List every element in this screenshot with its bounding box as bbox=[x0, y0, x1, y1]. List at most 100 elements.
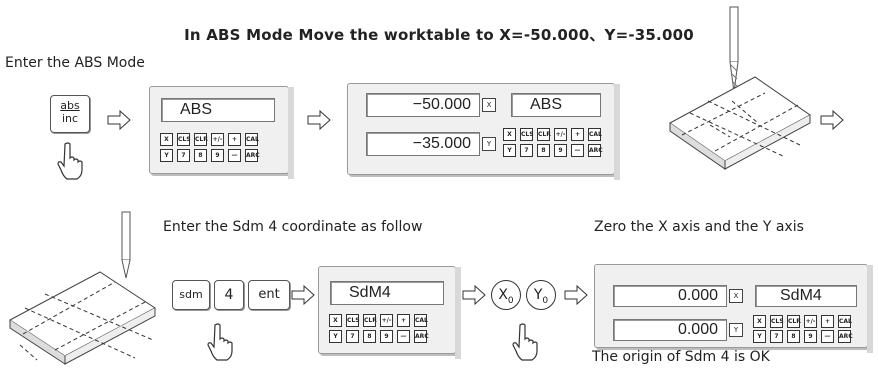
pointing-hand-icon bbox=[207, 323, 233, 361]
keypad-x-key[interactable]: X bbox=[160, 133, 173, 146]
dro-display: ABS bbox=[161, 98, 275, 122]
keypad-arc-key[interactable]: ARC bbox=[245, 149, 260, 162]
mode-text: ABS bbox=[530, 96, 563, 113]
keypad-y-key[interactable]: Y bbox=[329, 330, 342, 343]
keypad-plus-key[interactable]: + bbox=[397, 314, 410, 327]
y0-zero-button[interactable]: Y0 bbox=[526, 280, 556, 310]
dro-panel-xy-abs: −50.000 X ABS −35.000 Y X CLS CLR +/- + … bbox=[347, 83, 620, 180]
keypad-minus-key[interactable]: — bbox=[397, 330, 410, 343]
keypad-8-key[interactable]: 8 bbox=[787, 330, 800, 343]
keypad-y-key[interactable]: Y bbox=[753, 330, 766, 343]
arrow-right-icon bbox=[291, 285, 315, 305]
keypad-9-key[interactable]: 9 bbox=[804, 330, 817, 343]
x0-zero-button[interactable]: X0 bbox=[491, 280, 521, 310]
x-axis-display: −50.000 bbox=[366, 93, 480, 117]
keypad-9-key[interactable]: 9 bbox=[380, 330, 393, 343]
caption-enter-abs: Enter the ABS Mode bbox=[5, 55, 145, 71]
x0-sub: 0 bbox=[507, 295, 514, 306]
keypad-x-key[interactable]: X bbox=[753, 315, 766, 328]
x0-label: X bbox=[498, 287, 508, 303]
dro-panel-abs: ABS X CLS CLR +/- + CAL Y 7 8 9 — ARC bbox=[149, 86, 294, 179]
sdm-key-label: sdm bbox=[179, 288, 203, 301]
arrow-right-icon bbox=[107, 110, 131, 130]
y-axis-display: −35.000 bbox=[366, 132, 480, 156]
y0-label: Y bbox=[533, 287, 543, 303]
worktable-illustration bbox=[669, 6, 811, 170]
x-value: 0.000 bbox=[677, 287, 718, 304]
keypad-cal-key[interactable]: CAL bbox=[245, 133, 259, 146]
keypad-7-key[interactable]: 7 bbox=[177, 149, 190, 162]
keypad-8-key[interactable]: 8 bbox=[537, 144, 550, 157]
arrow-right-icon bbox=[564, 285, 588, 305]
keypad-8-key[interactable]: 8 bbox=[363, 330, 376, 343]
keypad-y-key[interactable]: Y bbox=[160, 149, 173, 162]
mode-text: SdM4 bbox=[349, 284, 391, 301]
caption-zero-axes: Zero the X axis and the Y axis bbox=[594, 219, 804, 235]
abs-inc-key[interactable]: abs inc bbox=[50, 95, 90, 133]
caption-enter-sdm: Enter the Sdm 4 coordinate as follow bbox=[163, 219, 423, 235]
keypad-sign-key[interactable]: +/- bbox=[380, 314, 393, 327]
keypad-minus-key[interactable]: — bbox=[821, 330, 834, 343]
dro-display: SdM4 bbox=[330, 281, 444, 305]
keypad-arc-key[interactable]: ARC bbox=[414, 330, 429, 343]
sdm-key[interactable]: sdm bbox=[172, 280, 210, 310]
y0-sub: 0 bbox=[542, 295, 549, 306]
keypad-cls-key[interactable]: CLS bbox=[177, 133, 191, 146]
x-axis-tag: X bbox=[482, 98, 496, 112]
pointing-hand-icon bbox=[512, 323, 538, 361]
dro-panel-sdm: SdM4 X CLS CLR +/- + CAL Y 7 8 9 — ARC bbox=[318, 266, 461, 359]
keypad-cal-key[interactable]: CAL bbox=[588, 128, 602, 141]
keypad-7-key[interactable]: 7 bbox=[520, 144, 533, 157]
digit-4-key-label: 4 bbox=[224, 287, 234, 303]
keypad-sign-key[interactable]: +/- bbox=[554, 128, 567, 141]
abs-key-label: abs bbox=[60, 99, 80, 112]
keypad-9-key[interactable]: 9 bbox=[554, 144, 567, 157]
x-axis-display: 0.000 bbox=[613, 285, 727, 307]
arrow-right-icon bbox=[307, 110, 331, 130]
keypad-8-key[interactable]: 8 bbox=[194, 149, 207, 162]
keypad-cls-key[interactable]: CLS bbox=[770, 315, 784, 328]
mode-text: ABS bbox=[180, 101, 213, 118]
pointing-hand-icon bbox=[57, 142, 83, 180]
y-axis-tag: Y bbox=[482, 137, 496, 151]
mode-text: SdM4 bbox=[780, 287, 822, 304]
mode-display: ABS bbox=[511, 93, 601, 117]
keypad-cls-key[interactable]: CLS bbox=[520, 128, 534, 141]
keypad-minus-key[interactable]: — bbox=[228, 149, 241, 162]
dro-panel-xy-sdm: 0.000 X SdM4 0.000 Y X CLS CLR +/- + CAL… bbox=[594, 264, 873, 353]
arrow-right-icon bbox=[462, 285, 486, 305]
y-axis-display: 0.000 bbox=[613, 319, 727, 341]
y-value: 0.000 bbox=[677, 321, 718, 338]
keypad-arc-key[interactable]: ARC bbox=[838, 330, 853, 343]
keypad-clr-key[interactable]: CLR bbox=[787, 315, 801, 328]
y-value: −35.000 bbox=[412, 135, 471, 152]
keypad-sign-key[interactable]: +/- bbox=[804, 315, 817, 328]
keypad-plus-key[interactable]: + bbox=[821, 315, 834, 328]
y-axis-tag: Y bbox=[729, 323, 743, 337]
keypad-plus-key[interactable]: + bbox=[228, 133, 241, 146]
keypad-clr-key[interactable]: CLR bbox=[194, 133, 208, 146]
keypad-y-key[interactable]: Y bbox=[503, 144, 516, 157]
keypad-minus-key[interactable]: — bbox=[571, 144, 584, 157]
keypad-arc-key[interactable]: ARC bbox=[588, 144, 603, 157]
caption-origin-ok: The origin of Sdm 4 is OK bbox=[592, 349, 770, 365]
keypad-cal-key[interactable]: CAL bbox=[414, 314, 428, 327]
x-value: −50.000 bbox=[412, 96, 471, 113]
keypad-7-key[interactable]: 7 bbox=[346, 330, 359, 343]
inc-key-label: inc bbox=[61, 112, 79, 125]
ent-key[interactable]: ent bbox=[248, 280, 290, 310]
keypad-clr-key[interactable]: CLR bbox=[363, 314, 377, 327]
keypad-plus-key[interactable]: + bbox=[571, 128, 584, 141]
keypad-cal-key[interactable]: CAL bbox=[838, 315, 852, 328]
page-title: In ABS Mode Move the worktable to X=-50.… bbox=[184, 26, 694, 44]
keypad-x-key[interactable]: X bbox=[503, 128, 516, 141]
keypad-7-key[interactable]: 7 bbox=[770, 330, 783, 343]
keypad-clr-key[interactable]: CLR bbox=[537, 128, 551, 141]
keypad-x-key[interactable]: X bbox=[329, 314, 342, 327]
worktable-illustration bbox=[9, 211, 156, 365]
digit-4-key[interactable]: 4 bbox=[214, 280, 244, 310]
keypad-9-key[interactable]: 9 bbox=[211, 149, 224, 162]
ent-key-label: ent bbox=[258, 287, 280, 302]
keypad-cls-key[interactable]: CLS bbox=[346, 314, 360, 327]
keypad-sign-key[interactable]: +/- bbox=[211, 133, 224, 146]
